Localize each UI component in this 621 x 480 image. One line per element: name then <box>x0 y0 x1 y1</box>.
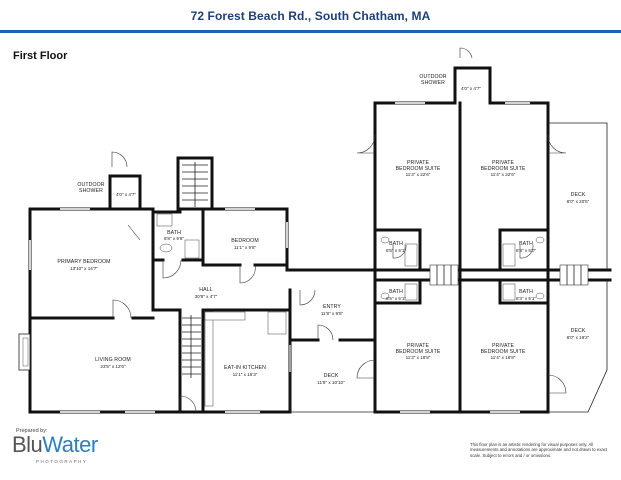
svg-text:SHOWER: SHOWER <box>79 188 103 194</box>
label-outdoor-shower-right: OUTDOOR <box>419 74 446 80</box>
label-deck-right-top: DECK <box>571 192 586 198</box>
label-outdoor-shower-left: OUTDOOR <box>77 182 104 188</box>
central-corridor <box>373 264 612 286</box>
floor-label: First Floor <box>13 50 68 62</box>
entry-walls <box>288 268 377 413</box>
stairs-top <box>182 162 208 207</box>
label-suite-tr: PRIVATE <box>492 160 515 166</box>
label-bath-tl: BATH <box>389 241 403 247</box>
stairs-kitchen <box>182 315 201 378</box>
svg-text:4'0" x 4'7": 4'0" x 4'7" <box>116 192 136 197</box>
svg-text:23'5" x 12'6": 23'5" x 12'6" <box>100 364 126 369</box>
label-eat-in-kitchen: EAT-IN KITCHEN <box>224 365 266 371</box>
label-primary-bedroom: PRIMARY BEDROOM <box>57 259 110 265</box>
fireplace <box>18 333 31 371</box>
svg-text:6'5" x 5'1": 6'5" x 5'1" <box>386 296 406 301</box>
svg-text:BEDROOM SUITE: BEDROOM SUITE <box>396 166 441 172</box>
svg-text:BEDROOM SUITE: BEDROOM SUITE <box>481 166 526 172</box>
suite-windows <box>395 102 530 413</box>
header-rule <box>0 30 621 33</box>
svg-text:11'4" x 22'6": 11'4" x 22'6" <box>491 172 516 177</box>
suites-walls <box>373 66 550 414</box>
disclaimer-text: This floor plan is an artistic rendering… <box>470 442 608 458</box>
label-deck-bottom: DECK <box>324 373 339 379</box>
svg-text:BEDROOM SUITE: BEDROOM SUITE <box>396 349 441 355</box>
svg-text:11'3" x 22'6": 11'3" x 22'6" <box>406 172 431 177</box>
header: 72 Forest Beach Rd., South Chatham, MA <box>0 0 621 30</box>
label-suite-br: PRIVATE <box>492 343 515 349</box>
label-bedroom: BEDROOM <box>231 238 259 244</box>
svg-text:13'10" x 14'7": 13'10" x 14'7" <box>70 266 98 271</box>
svg-text:11'1" x 15'3": 11'1" x 15'3" <box>233 372 258 377</box>
svg-text:11'8" x 10'10": 11'8" x 10'10" <box>317 380 345 385</box>
bluwater-logo: Prepared by: BluWater PHOTOGRAPHY <box>12 428 102 468</box>
suite-doors <box>356 47 567 394</box>
svg-text:6'8" x 9'8": 6'8" x 9'8" <box>164 236 184 241</box>
label-bath-tr: BATH <box>519 241 533 247</box>
label-bath-main: BATH <box>167 230 181 236</box>
svg-text:11'8" x 9'5": 11'8" x 9'5" <box>321 311 344 316</box>
kitchen-counters <box>204 311 287 407</box>
svg-text:30'8" x 4'7": 30'8" x 4'7" <box>195 294 218 299</box>
label-suite-bl: PRIVATE <box>407 343 430 349</box>
svg-text:8'0" x 20'5": 8'0" x 20'5" <box>567 199 590 204</box>
main-bath-fixtures <box>156 213 200 259</box>
label-hall: HALL <box>199 287 212 293</box>
svg-text:4'0" x 4'7": 4'0" x 4'7" <box>461 86 481 91</box>
logo-subtitle: PHOTOGRAPHY <box>36 459 88 464</box>
suite-bath-fixtures <box>380 236 545 301</box>
label-bath-bl: BATH <box>389 289 403 295</box>
svg-text:11'3" x 18'8": 11'3" x 18'8" <box>406 355 431 360</box>
prepared-by-label: Prepared by: <box>16 428 48 434</box>
room-labels: OUTDOOR SHOWER 4'0" x 4'7" OUTDOOR SHOWE… <box>57 74 589 385</box>
label-entry: ENTRY <box>323 304 341 310</box>
page-title: 72 Forest Beach Rd., South Chatham, MA <box>190 9 431 23</box>
label-suite-tl: PRIVATE <box>407 160 430 166</box>
svg-text:11'1" x 9'8": 11'1" x 9'8" <box>234 245 257 250</box>
label-living-room: LIVING ROOM <box>95 357 131 363</box>
label-deck-right-bottom: DECK <box>571 328 586 334</box>
right-decks <box>548 122 608 413</box>
logo-wordmark: BluWater <box>12 432 98 457</box>
svg-text:6'3" x 5'1": 6'3" x 5'1" <box>516 296 536 301</box>
svg-text:SHOWER: SHOWER <box>421 80 445 86</box>
svg-text:6'5" x 5'1": 6'5" x 5'1" <box>386 248 406 253</box>
svg-text:11'4" x 18'8": 11'4" x 18'8" <box>491 355 516 360</box>
label-bath-br: BATH <box>519 289 533 295</box>
svg-text:BEDROOM SUITE: BEDROOM SUITE <box>481 349 526 355</box>
svg-text:8'0" x 19'2": 8'0" x 19'2" <box>567 335 590 340</box>
svg-text:6'3" x 5'0": 6'3" x 5'0" <box>516 248 536 253</box>
